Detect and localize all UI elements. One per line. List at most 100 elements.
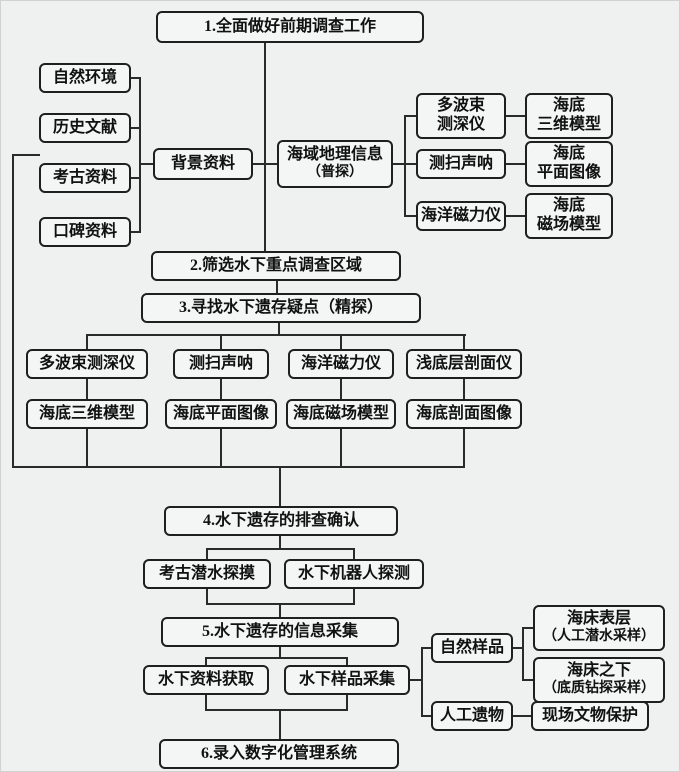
connector — [139, 77, 141, 233]
connector — [220, 429, 222, 468]
node-out-magnetic-model: 海底磁场模型 — [286, 399, 396, 429]
connector — [131, 77, 140, 79]
connector — [522, 627, 533, 629]
connector — [404, 115, 406, 217]
connector — [86, 379, 88, 399]
connector — [404, 163, 416, 165]
connector — [206, 548, 208, 559]
connector — [522, 627, 524, 681]
connector — [205, 709, 348, 711]
connector — [205, 657, 348, 659]
connector — [86, 334, 88, 349]
node-background-data: 背景资料 — [153, 148, 253, 180]
connector — [513, 715, 531, 717]
connector — [421, 647, 431, 649]
connector — [522, 679, 533, 681]
connector — [253, 163, 277, 165]
node-step3: 3.寻找水下遗存疑点（精探） — [141, 293, 421, 323]
node-natural-environment: 自然环境 — [39, 63, 131, 93]
node-out-3d-model: 海底三维模型 — [26, 399, 148, 429]
node-marine-geo-info: 海域地理信息 （普探） — [277, 140, 393, 188]
connector — [346, 695, 348, 711]
connector — [506, 215, 525, 217]
node-seabed-magnetic-model: 海底 磁场模型 — [525, 193, 613, 239]
node-seabed-plan-image: 海底 平面图像 — [525, 141, 613, 187]
connector — [206, 589, 208, 605]
connector — [139, 163, 153, 165]
connector — [463, 429, 465, 468]
node-out-profile-image: 海底剖面图像 — [406, 399, 522, 429]
node-data-acquisition: 水下资料获取 — [143, 665, 269, 695]
connector — [340, 429, 342, 468]
node-artifacts: 人工遗物 — [431, 701, 513, 731]
node-step2: 2.筛选水下重点调查区域 — [151, 251, 401, 281]
connector — [513, 647, 524, 649]
node-historical-documents: 历史文献 — [39, 113, 131, 143]
node-step1: 1.全面做好前期调查工作 — [156, 11, 424, 43]
node-rov-survey: 水下机器人探测 — [284, 559, 424, 589]
marine-geo-line1: 海域地理信息 — [286, 146, 383, 164]
connector — [353, 589, 355, 605]
node-detail-multibeam: 多波束测深仪 — [26, 349, 148, 379]
connector — [404, 215, 416, 217]
seabed-surface-line2: （人工潜水采样） — [543, 629, 655, 645]
node-out-plan-image: 海底平面图像 — [165, 399, 277, 429]
connector — [463, 379, 465, 399]
node-detail-magnetometer: 海洋磁力仪 — [288, 349, 394, 379]
connector — [410, 679, 422, 681]
node-sidescan-sonar: 测扫声呐 — [416, 149, 506, 179]
node-detail-sidescan: 测扫声呐 — [173, 349, 269, 379]
connector — [264, 43, 266, 251]
multibeam-line1: 多波束 — [436, 97, 485, 115]
connector — [279, 466, 281, 506]
node-onsite-protection: 现场文物保护 — [531, 701, 649, 731]
node-detail-subbottom-profiler: 浅底层剖面仪 — [406, 349, 522, 379]
node-oral-accounts: 口碑资料 — [39, 217, 131, 247]
seabed-3d-line1: 海底 — [552, 97, 585, 115]
seabed-surface-line1: 海床表层 — [566, 610, 631, 628]
node-seabed-below-sampling: 海床之下 （底质钻探采样） — [533, 657, 665, 703]
node-archaeological-materials: 考古资料 — [39, 163, 131, 193]
node-seabed-3d-model: 海底 三维模型 — [525, 93, 613, 139]
connector — [279, 647, 281, 659]
connector — [12, 466, 465, 468]
connector — [421, 647, 423, 717]
node-step4: 4.水下遗存的排查确认 — [164, 506, 398, 536]
connector — [12, 154, 14, 468]
connector — [205, 695, 207, 711]
node-diver-survey: 考古潜水探摸 — [143, 559, 271, 589]
multibeam-line2: 测深仪 — [436, 116, 485, 133]
marine-geo-line2: （普探） — [307, 165, 363, 181]
connector — [276, 281, 278, 293]
connector — [279, 709, 281, 739]
connector — [404, 115, 416, 117]
seabed-mag-line2: 磁场模型 — [536, 216, 601, 233]
connector — [278, 323, 280, 336]
connector — [86, 334, 466, 336]
connector — [421, 715, 431, 717]
node-marine-magnetometer: 海洋磁力仪 — [416, 201, 506, 231]
connector — [131, 231, 140, 233]
connector — [206, 548, 355, 550]
connector — [506, 163, 525, 165]
node-step6: 6.录入数字化管理系统 — [159, 739, 399, 769]
connector — [131, 127, 140, 129]
connector — [86, 429, 88, 468]
node-seabed-surface-sampling: 海床表层 （人工潜水采样） — [533, 605, 665, 651]
connector — [340, 334, 342, 349]
connector — [131, 177, 140, 179]
seabed-below-line2: （底质钻探采样） — [543, 681, 655, 697]
connector — [279, 603, 281, 617]
connector — [463, 334, 465, 349]
node-step5: 5.水下遗存的信息采集 — [161, 617, 399, 647]
connector — [393, 163, 405, 165]
seabed-below-line1: 海床之下 — [566, 662, 631, 680]
connector — [220, 334, 222, 349]
connector — [353, 548, 355, 559]
connector — [279, 536, 281, 550]
connector — [506, 115, 525, 117]
node-multibeam-sounder: 多波束 测深仪 — [416, 93, 506, 139]
node-sample-collection: 水下样品采集 — [284, 665, 410, 695]
seabed-mag-line1: 海底 — [552, 197, 585, 215]
